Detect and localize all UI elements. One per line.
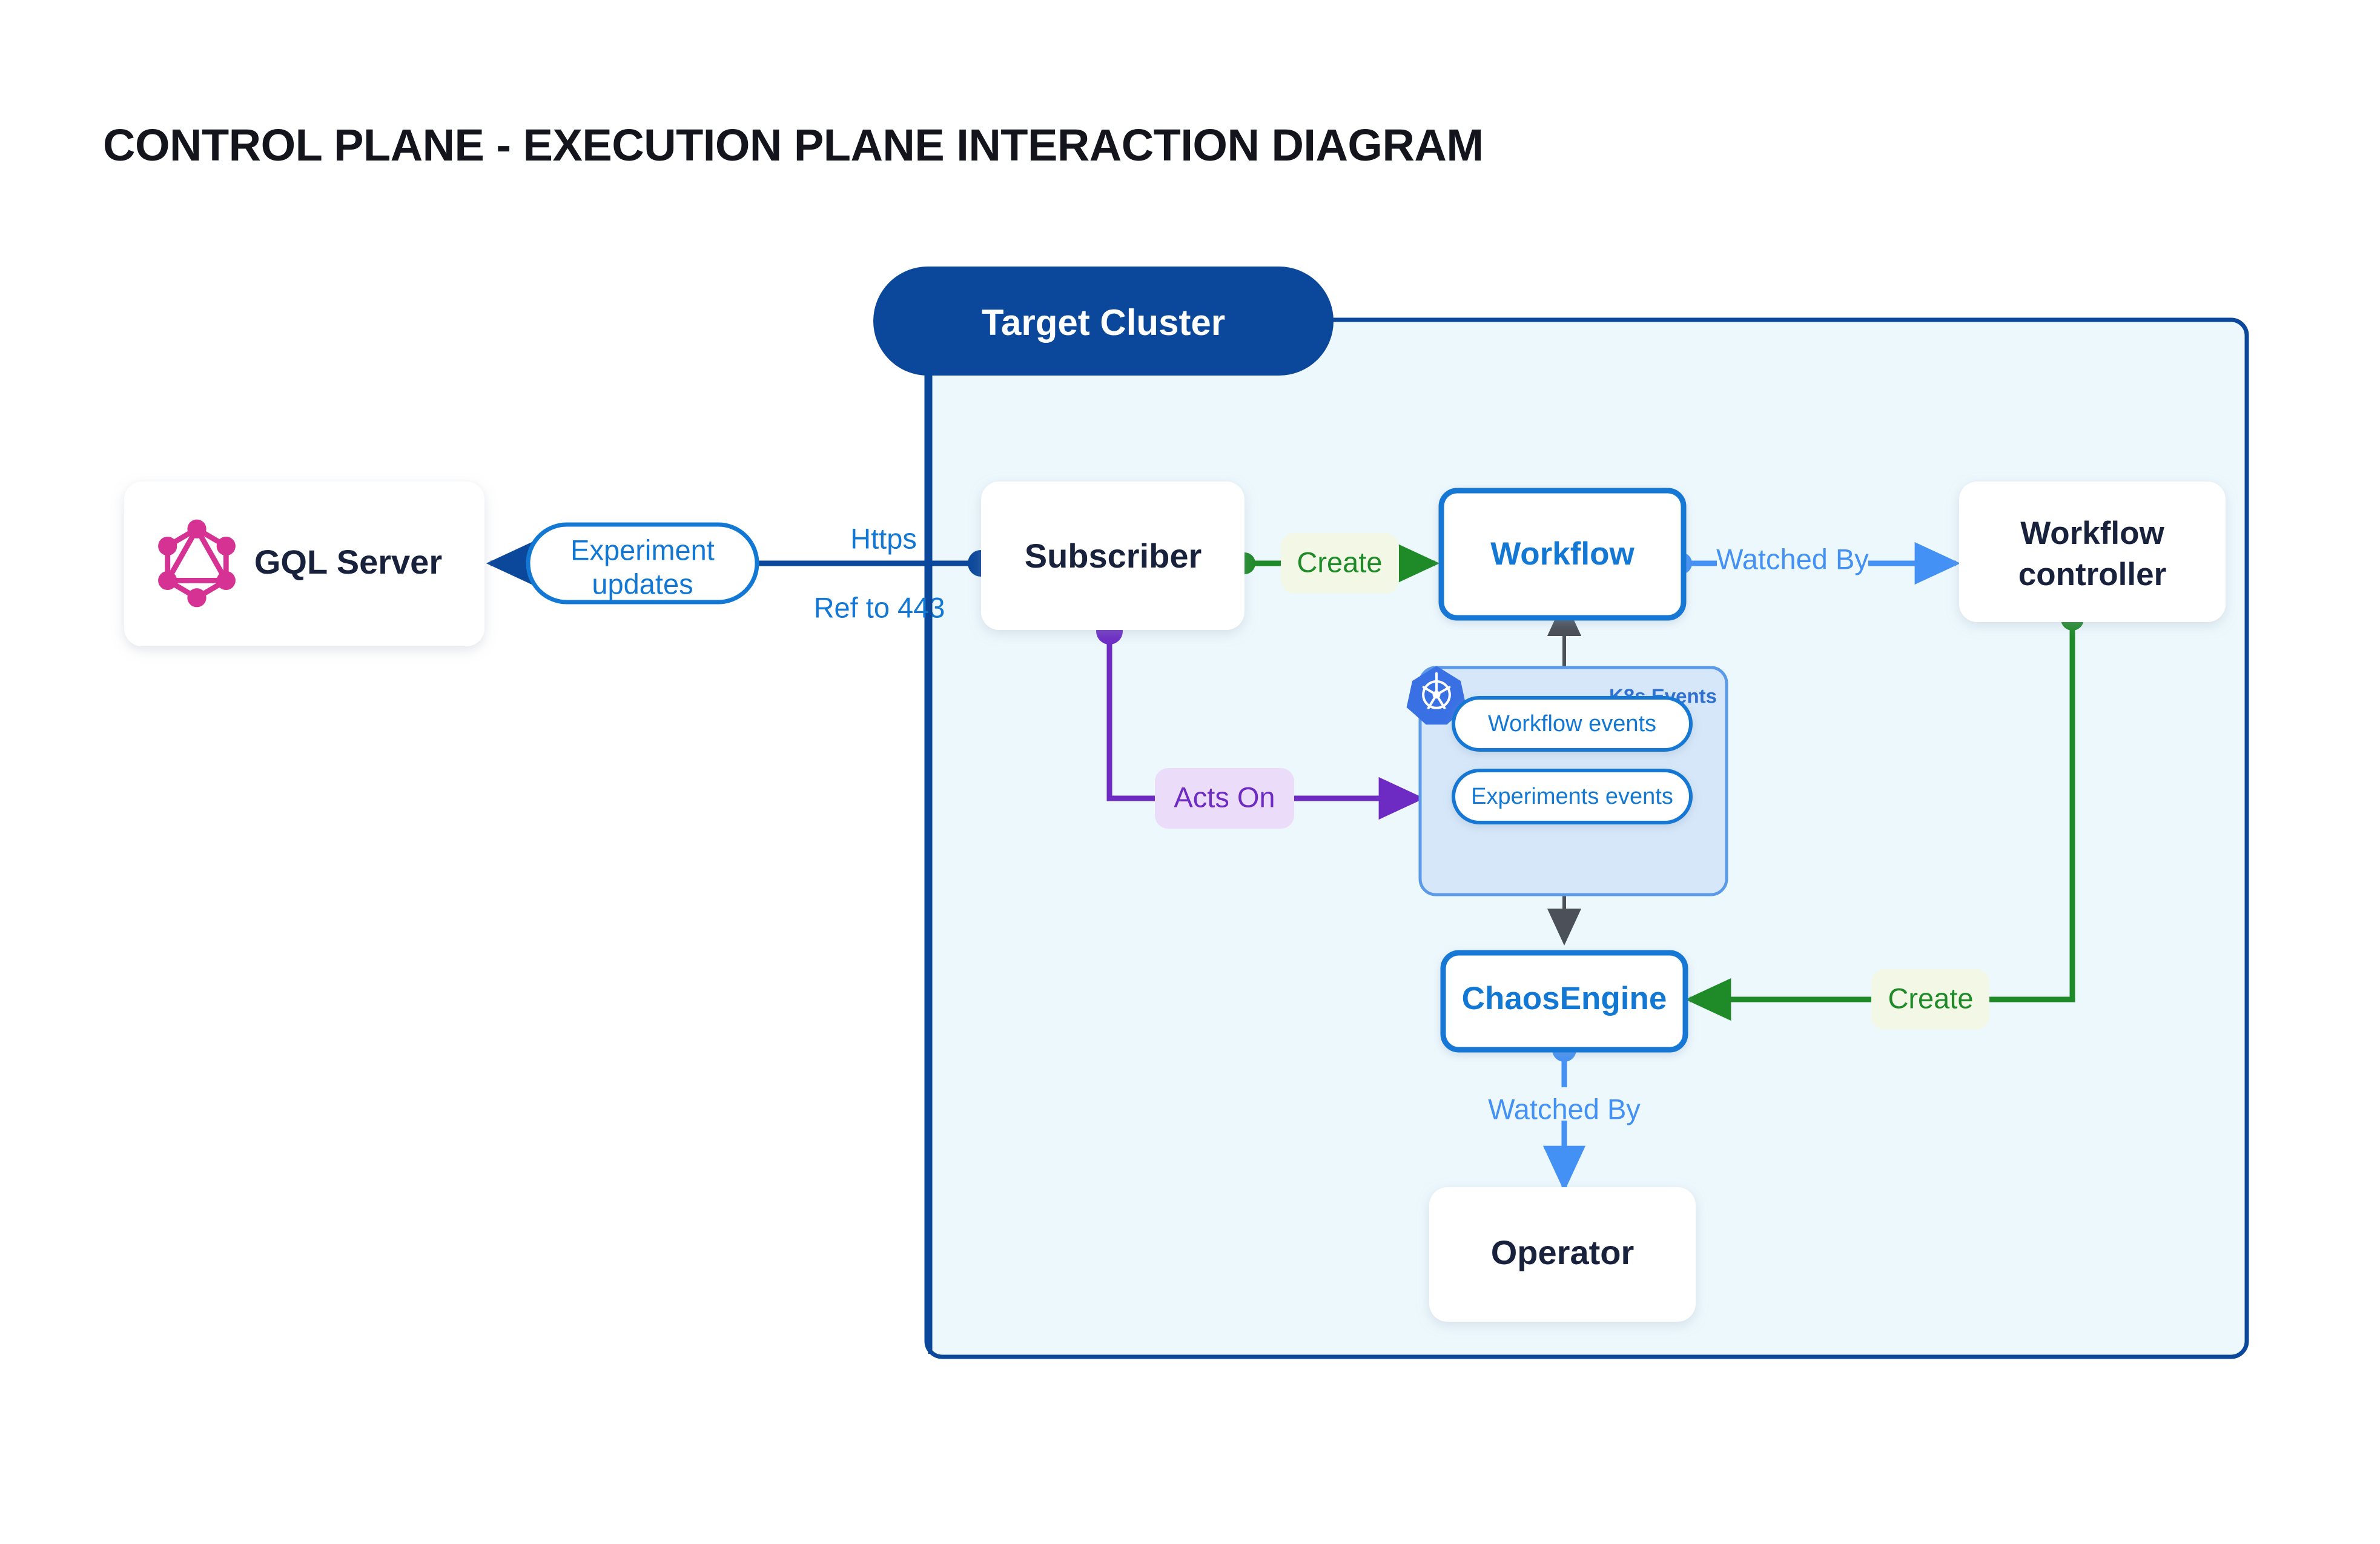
workflow-events-pill bbox=[1452, 696, 1693, 752]
page-title: CONTROL PLANE - EXECUTION PLANE INTERACT… bbox=[103, 120, 1484, 170]
subscriber-box bbox=[981, 482, 1245, 630]
node-subscriber[interactable]: Subscriber bbox=[981, 482, 1245, 630]
node-workflow-controller[interactable]: Workflow controller bbox=[1959, 482, 2226, 622]
chaos-engine-label: ChaosEngine bbox=[1462, 981, 1667, 1016]
experiments-events-pill bbox=[1452, 769, 1693, 824]
workflow-controller-label-line2: controller bbox=[2018, 557, 2166, 592]
chaos-engine-box bbox=[1440, 950, 1688, 1053]
workflow-controller-box bbox=[1959, 482, 2226, 622]
graphql-logo bbox=[158, 519, 236, 608]
workflow-box bbox=[1438, 488, 1687, 621]
graphql-logo-nodes bbox=[158, 519, 236, 608]
subscriber-label: Subscriber bbox=[1025, 537, 1202, 575]
edge-watched-by-operator-label: Watched By bbox=[1488, 1093, 1641, 1125]
gql-server-label: GQL Server bbox=[254, 543, 442, 581]
node-operator[interactable]: Operator bbox=[1429, 1187, 1696, 1322]
workflow-controller-label-line1: Workflow bbox=[2020, 515, 2164, 551]
experiment-updates-label-line2: updates bbox=[592, 568, 693, 600]
edge-create-chaosengine-line bbox=[1685, 619, 2075, 1021]
operator-box bbox=[1429, 1187, 1696, 1322]
node-gql-server[interactable]: GQL Server bbox=[124, 482, 484, 646]
workflow-events-label: Workflow events bbox=[1488, 711, 1656, 737]
edge-label-experiment-updates: Experiment updates bbox=[526, 522, 759, 605]
kubernetes-logo-wheel bbox=[1422, 672, 1451, 709]
edge-label-https: Https bbox=[850, 522, 917, 554]
cluster-header-pill bbox=[873, 267, 1334, 376]
cluster-header-label: Target Cluster bbox=[982, 302, 1225, 343]
cluster-header: Target Cluster bbox=[873, 267, 1334, 376]
experiments-events-label: Experiments events bbox=[1471, 784, 1673, 809]
node-workflow[interactable]: Workflow bbox=[1438, 488, 1687, 621]
edge-create-workflow-label: Create bbox=[1297, 546, 1382, 578]
edge-acts-on-line bbox=[1106, 631, 1425, 820]
edge-create-chaosengine: Create bbox=[1685, 608, 2084, 1030]
k8s-event-item-experiments-events[interactable]: Experiments events bbox=[1452, 769, 1693, 824]
edge-watched-by-operator: Watched By bbox=[1488, 1038, 1641, 1192]
edge-acts-on-label: Acts On bbox=[1174, 781, 1275, 813]
k8s-events-group[interactable]: K8s Events Workflow events Experiments bbox=[1406, 666, 1728, 896]
edge-create-workflow: Create bbox=[1234, 533, 1440, 594]
k8s-event-item-workflow-events[interactable]: Workflow events bbox=[1452, 696, 1693, 752]
edge-create-chaosengine-label: Create bbox=[1888, 982, 1973, 1014]
edge-create-workflow-label-bg bbox=[1281, 533, 1399, 594]
node-chaos-engine[interactable]: ChaosEngine bbox=[1440, 950, 1688, 1053]
gql-server-box bbox=[124, 482, 484, 646]
operator-label: Operator bbox=[1491, 1233, 1635, 1271]
experiment-updates-label-line1: Experiment bbox=[570, 534, 715, 566]
experiment-updates-pill bbox=[526, 522, 759, 605]
workflow-label: Workflow bbox=[1490, 536, 1635, 572]
kubernetes-logo bbox=[1406, 666, 1467, 725]
edge-acts-on-label-bg bbox=[1155, 768, 1294, 829]
edge-watched-by-controller-label: Watched By bbox=[1716, 543, 1869, 575]
edge-create-chaosengine-label-bg bbox=[1871, 969, 1989, 1030]
edge-label-ref-to-443: Ref to 443 bbox=[814, 591, 945, 623]
